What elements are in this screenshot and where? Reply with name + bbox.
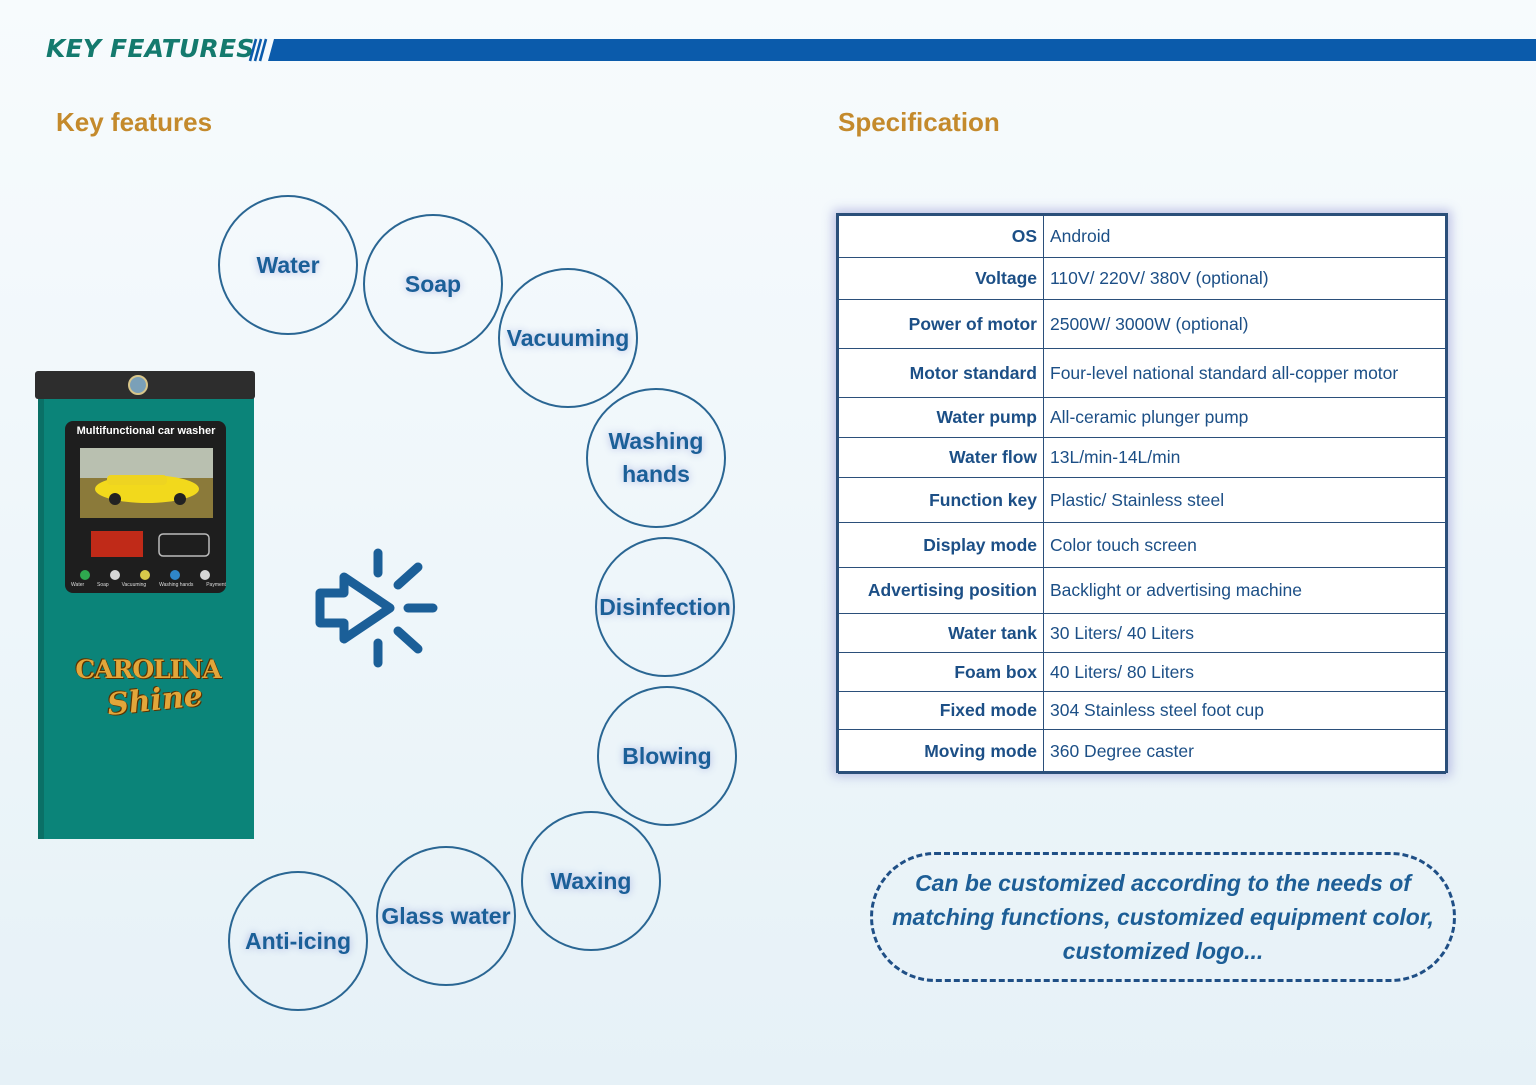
spec-value: 110V/ 220V/ 380V (optional) xyxy=(1043,257,1446,300)
feature-bubble-washing-hands: Washing hands xyxy=(586,388,726,528)
feature-label: Blowing xyxy=(622,742,712,769)
features-title: Key features xyxy=(56,107,213,137)
car-washer-machine-image: Multifunctional car washer Water Soap Va… xyxy=(35,371,257,841)
feature-label: Anti-icing xyxy=(244,927,352,954)
spec-key: Water pump xyxy=(838,397,1044,438)
machine-btn-label: Water xyxy=(71,582,85,588)
machine-btn-label: Payment xyxy=(206,582,226,588)
machine-btn-label: Vacuuming xyxy=(121,582,147,588)
feature-label: Vacuuming xyxy=(506,324,630,351)
spec-value: Backlight or advertising machine xyxy=(1043,567,1446,614)
customization-line: matching functions, customized equipment… xyxy=(892,904,1434,930)
spec-key: OS xyxy=(838,215,1044,258)
machine-btn-label: Washing hands xyxy=(159,582,194,588)
spec-key: Moving mode xyxy=(838,729,1044,774)
spec-value: 40 Liters/ 80 Liters xyxy=(1043,652,1446,692)
spec-value: All-ceramic plunger pump xyxy=(1043,397,1446,438)
feature-label: Washing xyxy=(608,428,704,454)
spec-key: Water tank xyxy=(838,613,1044,653)
customization-note: Can be customized according to the needs… xyxy=(870,852,1456,982)
brand-logo-line1: CAROLINA xyxy=(75,655,221,684)
spec-key: Voltage xyxy=(838,257,1044,300)
click-arrow-icon xyxy=(315,548,438,668)
feature-label: hands xyxy=(622,461,690,487)
header-slashes-icon xyxy=(248,38,268,62)
spec-key: Water flow xyxy=(838,437,1044,478)
customization-line: Can be customized according to the needs… xyxy=(915,870,1411,896)
spec-key: Function key xyxy=(838,477,1044,523)
spec-key: Power of motor xyxy=(838,299,1044,349)
header-title: KEY FEATURES xyxy=(46,34,255,63)
spec-value: 2500W/ 3000W (optional) xyxy=(1043,299,1446,349)
feature-label: Glass water xyxy=(381,902,511,929)
feature-bubble-water: Water xyxy=(218,195,358,335)
machine-screen-title: Multifunctional car washer xyxy=(76,425,216,437)
spec-key: Advertising position xyxy=(838,567,1044,614)
feature-bubble-vacuuming: Vacuuming xyxy=(498,268,638,408)
feature-bubble-blowing: Blowing xyxy=(597,686,737,826)
spec-value: 304 Stainless steel foot cup xyxy=(1043,691,1446,730)
feature-label: Disinfection xyxy=(599,593,731,620)
spec-key: Motor standard xyxy=(838,348,1044,398)
feature-bubble-disinfection: Disinfection xyxy=(595,537,735,677)
feature-label: Water xyxy=(256,251,320,278)
spec-value: Four-level national standard all-copper … xyxy=(1043,348,1446,398)
spec-value: 360 Degree caster xyxy=(1043,729,1446,774)
spec-value: Plastic/ Stainless steel xyxy=(1043,477,1446,523)
feature-bubble-anti-icing: Anti-icing xyxy=(228,871,368,1011)
customization-line: customized logo... xyxy=(1062,938,1264,964)
feature-label: Waxing xyxy=(550,867,632,894)
spec-key: Foam box xyxy=(838,652,1044,692)
feature-bubble-waxing: Waxing xyxy=(521,811,661,951)
header-bar xyxy=(268,39,1536,61)
feature-label: Soap xyxy=(404,270,462,297)
spec-title: Specification xyxy=(838,107,1000,137)
spec-key: Fixed mode xyxy=(838,691,1044,730)
machine-btn-label: Soap xyxy=(97,582,109,588)
spec-value: Android xyxy=(1043,215,1446,258)
spec-value: 30 Liters/ 40 Liters xyxy=(1043,613,1446,653)
spec-key: Display mode xyxy=(838,522,1044,568)
machine-button-labels: Water Soap Vacuuming Washing hands Payme… xyxy=(71,582,226,592)
spec-value: Color touch screen xyxy=(1043,522,1446,568)
spec-value: 13L/min-14L/min xyxy=(1043,437,1446,478)
feature-bubble-glass-water: Glass water xyxy=(376,846,516,986)
feature-bubble-soap: Soap xyxy=(363,214,503,354)
